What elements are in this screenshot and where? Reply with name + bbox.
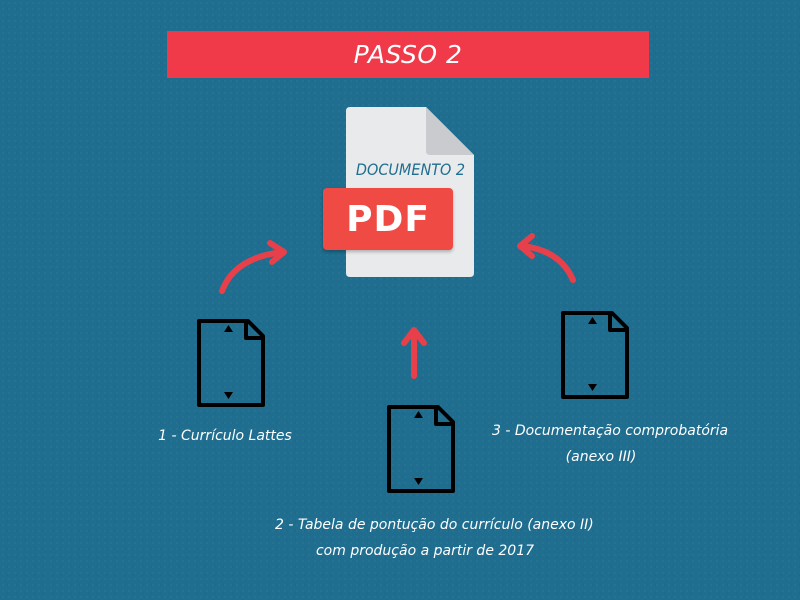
curved-arrow-icon (267, 240, 287, 265)
item-3-label: 3 - Documentação comprobatória (anexo II… (492, 418, 729, 470)
item-2-line-1: 2 - Tabela de pontução do currículo (ane… (275, 517, 594, 533)
step-banner: PASSO 2 (167, 31, 649, 78)
item-3-line-1: 3 - Documentação comprobatória (492, 423, 729, 439)
item-3-line-2: (anexo III) (565, 449, 637, 465)
document-title: DOCUMENTO 2 (355, 160, 466, 179)
curved-arrow-icon (219, 249, 285, 294)
pdf-format-label: PDF (346, 198, 430, 240)
file-icon (197, 319, 265, 407)
up-arrow-icon (401, 327, 427, 346)
pdf-badge: PDF (323, 188, 453, 250)
item-1-text: 1 - Currículo Lattes (158, 428, 292, 444)
item-1-label: 1 - Currículo Lattes (150, 423, 300, 449)
item-2-label: 2 - Tabela de pontução do currículo (ane… (275, 512, 594, 564)
item-2-line-2: com produção a partir de 2017 (315, 543, 535, 559)
file-icon (387, 405, 455, 493)
file-icon (561, 311, 629, 399)
banner-title: PASSO 2 (353, 40, 463, 69)
curved-arrow-icon (519, 243, 576, 283)
curved-arrow-icon (517, 233, 535, 259)
